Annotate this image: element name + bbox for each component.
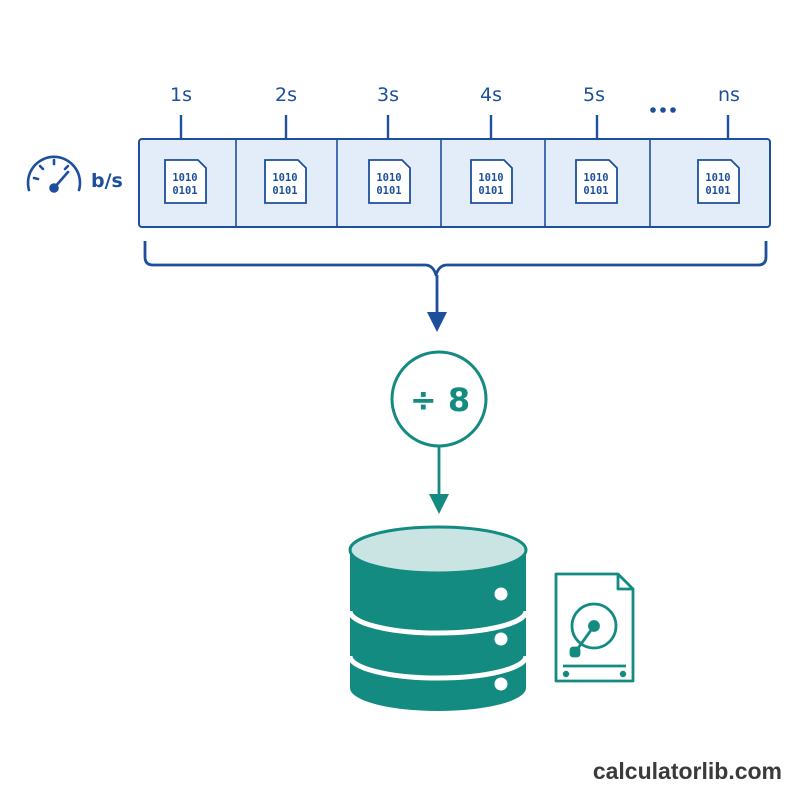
site-watermark: calculatorlib.com — [592, 758, 782, 784]
segment-dividers — [235, 140, 651, 226]
arrow-head-teal — [429, 494, 449, 514]
arrow-head-blue — [427, 312, 447, 332]
hard-disk-icon — [554, 572, 635, 683]
database-icon — [347, 525, 529, 711]
tick-label-5s: 5s — [583, 84, 605, 106]
grouping-brace — [143, 241, 768, 277]
binary-file-icon — [264, 159, 307, 204]
ellipsis-dots — [650, 107, 676, 113]
binary-file-icon — [368, 159, 411, 204]
speedometer-icon — [26, 155, 82, 193]
timeline-strip — [138, 138, 771, 228]
tick-label-2s: 2s — [275, 84, 297, 106]
binary-file-icon — [164, 159, 207, 204]
divide-by-eight-label: ÷ 8 — [409, 381, 471, 419]
tick-label-ns: ns — [718, 84, 740, 106]
binary-file-icon — [575, 159, 618, 204]
binary-file-icons — [164, 159, 740, 204]
tick-label-3s: 3s — [377, 84, 399, 106]
binary-file-icon — [697, 159, 740, 204]
tick-label-4s: 4s — [480, 84, 502, 106]
tick-label-1s: 1s — [170, 84, 192, 106]
binary-file-icon — [470, 159, 513, 204]
bits-per-second-label: b/s — [91, 170, 123, 192]
tick-marks — [179, 115, 730, 139]
